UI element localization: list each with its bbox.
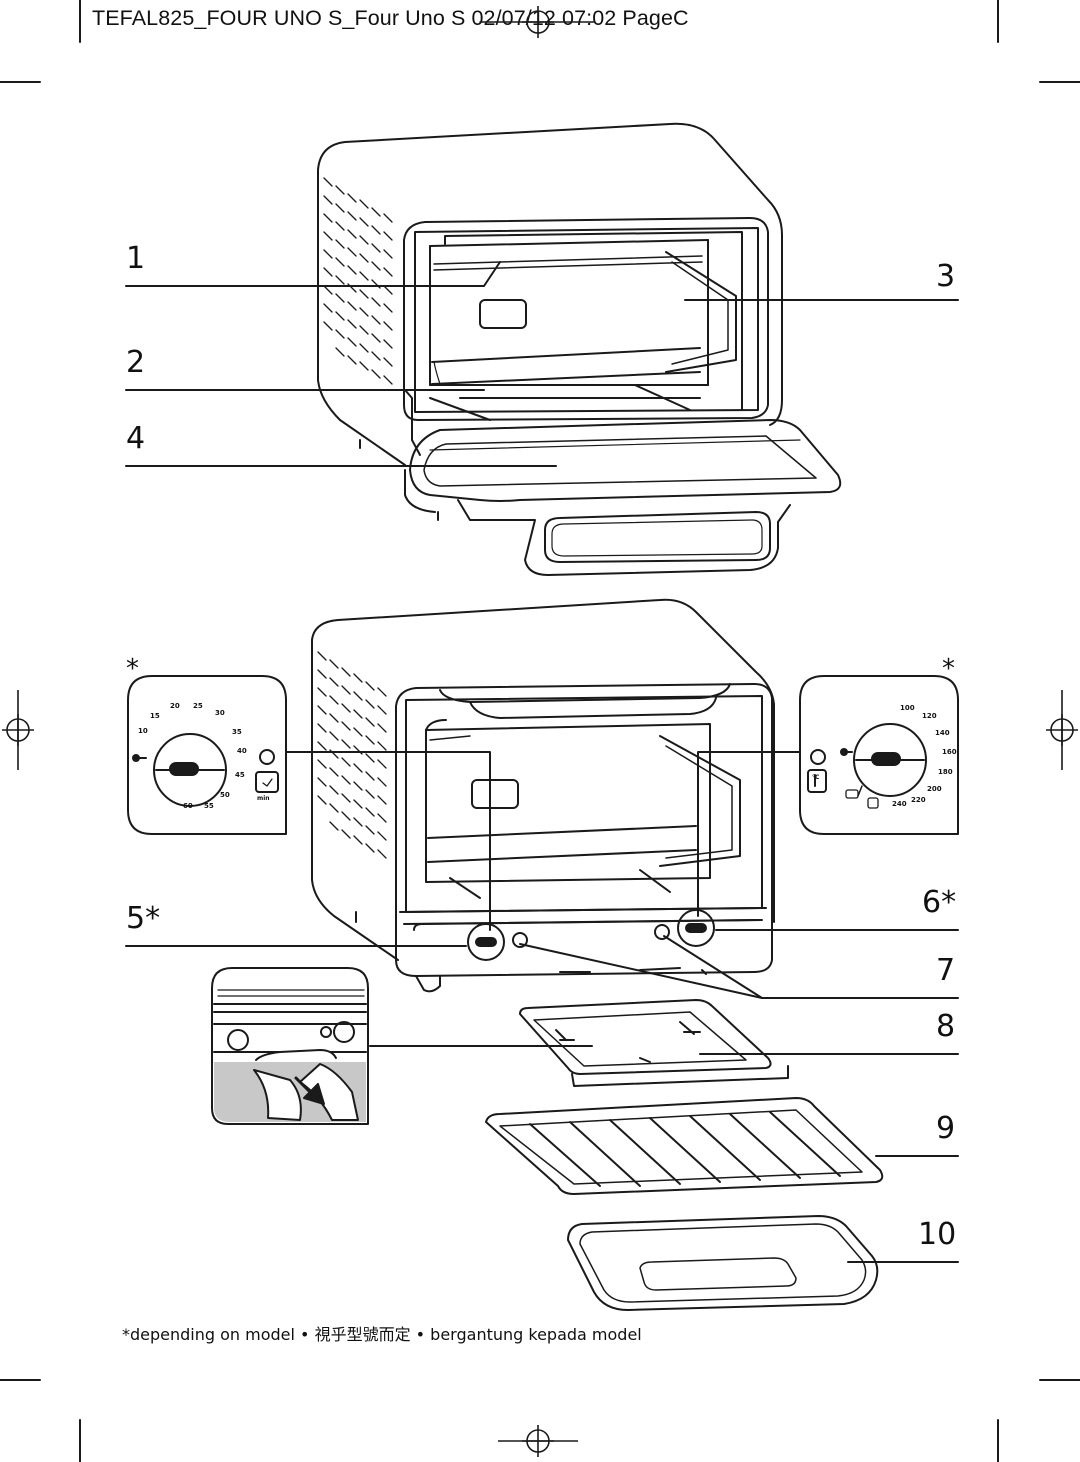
- timer-mark-45: 45: [235, 771, 245, 779]
- temperature-dial-scale: 100 120 140 160 180 200 220 240 °C: [812, 704, 957, 808]
- temp-mark-200: 200: [927, 785, 942, 793]
- temp-mark-240: 240: [892, 800, 907, 808]
- oven-open-door-illustration: [317, 122, 842, 576]
- wire-rack-illustration: [485, 1097, 884, 1195]
- vent-slots-bottom: [317, 651, 387, 859]
- registration-marks: [2, 6, 1078, 1457]
- callout-1: 1: [126, 241, 146, 276]
- timer-mark-30: 30: [215, 709, 225, 717]
- callout-9: 9: [936, 1111, 956, 1146]
- vent-slots-top: [323, 177, 393, 385]
- timer-mark-15: 15: [150, 712, 160, 720]
- crumb-tray-illustration: [519, 999, 789, 1087]
- callout-2: 2: [126, 345, 146, 380]
- temp-mark-120: 120: [922, 712, 937, 720]
- callout-5: 5*: [126, 901, 161, 936]
- callout-8: 8: [936, 1009, 956, 1044]
- crumb-tray-inset: [211, 967, 369, 1125]
- timer-mark-40: 40: [237, 747, 247, 755]
- callout-6: 6*: [922, 885, 957, 920]
- temp-mark-180: 180: [938, 768, 953, 776]
- temp-mark-140: 140: [935, 729, 950, 737]
- callout-4: 4: [126, 421, 146, 456]
- timer-mark-60: 60: [183, 802, 193, 810]
- timer-mark-20: 20: [170, 702, 180, 710]
- leader-lines: [125, 261, 959, 1263]
- timer-dial-panel: [127, 675, 287, 835]
- callout-3: 3: [936, 259, 956, 294]
- baking-tray-illustration: [567, 1215, 879, 1311]
- temp-mark-100: 100: [900, 704, 915, 712]
- oven-closed-door-illustration: [311, 598, 775, 993]
- timer-dial-scale: 20 25 30 15 10 35 40 45 50 55 60 min: [138, 702, 270, 810]
- timer-unit-label: min: [257, 795, 270, 802]
- temp-unit-label: °C: [812, 774, 820, 781]
- timer-mark-35: 35: [232, 728, 242, 736]
- model-asterisk-left: *: [126, 654, 139, 684]
- model-asterisk-right: *: [942, 654, 955, 684]
- print-header: TEFAL825_FOUR UNO S_Four Uno S 02/07/12 …: [92, 6, 689, 30]
- callout-7: 7: [936, 953, 956, 988]
- temperature-dial-panel: [799, 675, 959, 835]
- inset-grille: [217, 989, 365, 997]
- timer-mark-10: 10: [138, 727, 148, 735]
- temp-mark-220: 220: [911, 796, 926, 804]
- timer-mark-25: 25: [193, 702, 203, 710]
- callout-10: 10: [918, 1217, 957, 1252]
- temp-mark-160: 160: [942, 748, 957, 756]
- footnote: *depending on model • 視乎型號而定 • bergantun…: [122, 1325, 642, 1344]
- timer-mark-50: 50: [220, 791, 230, 799]
- timer-mark-55: 55: [204, 802, 214, 810]
